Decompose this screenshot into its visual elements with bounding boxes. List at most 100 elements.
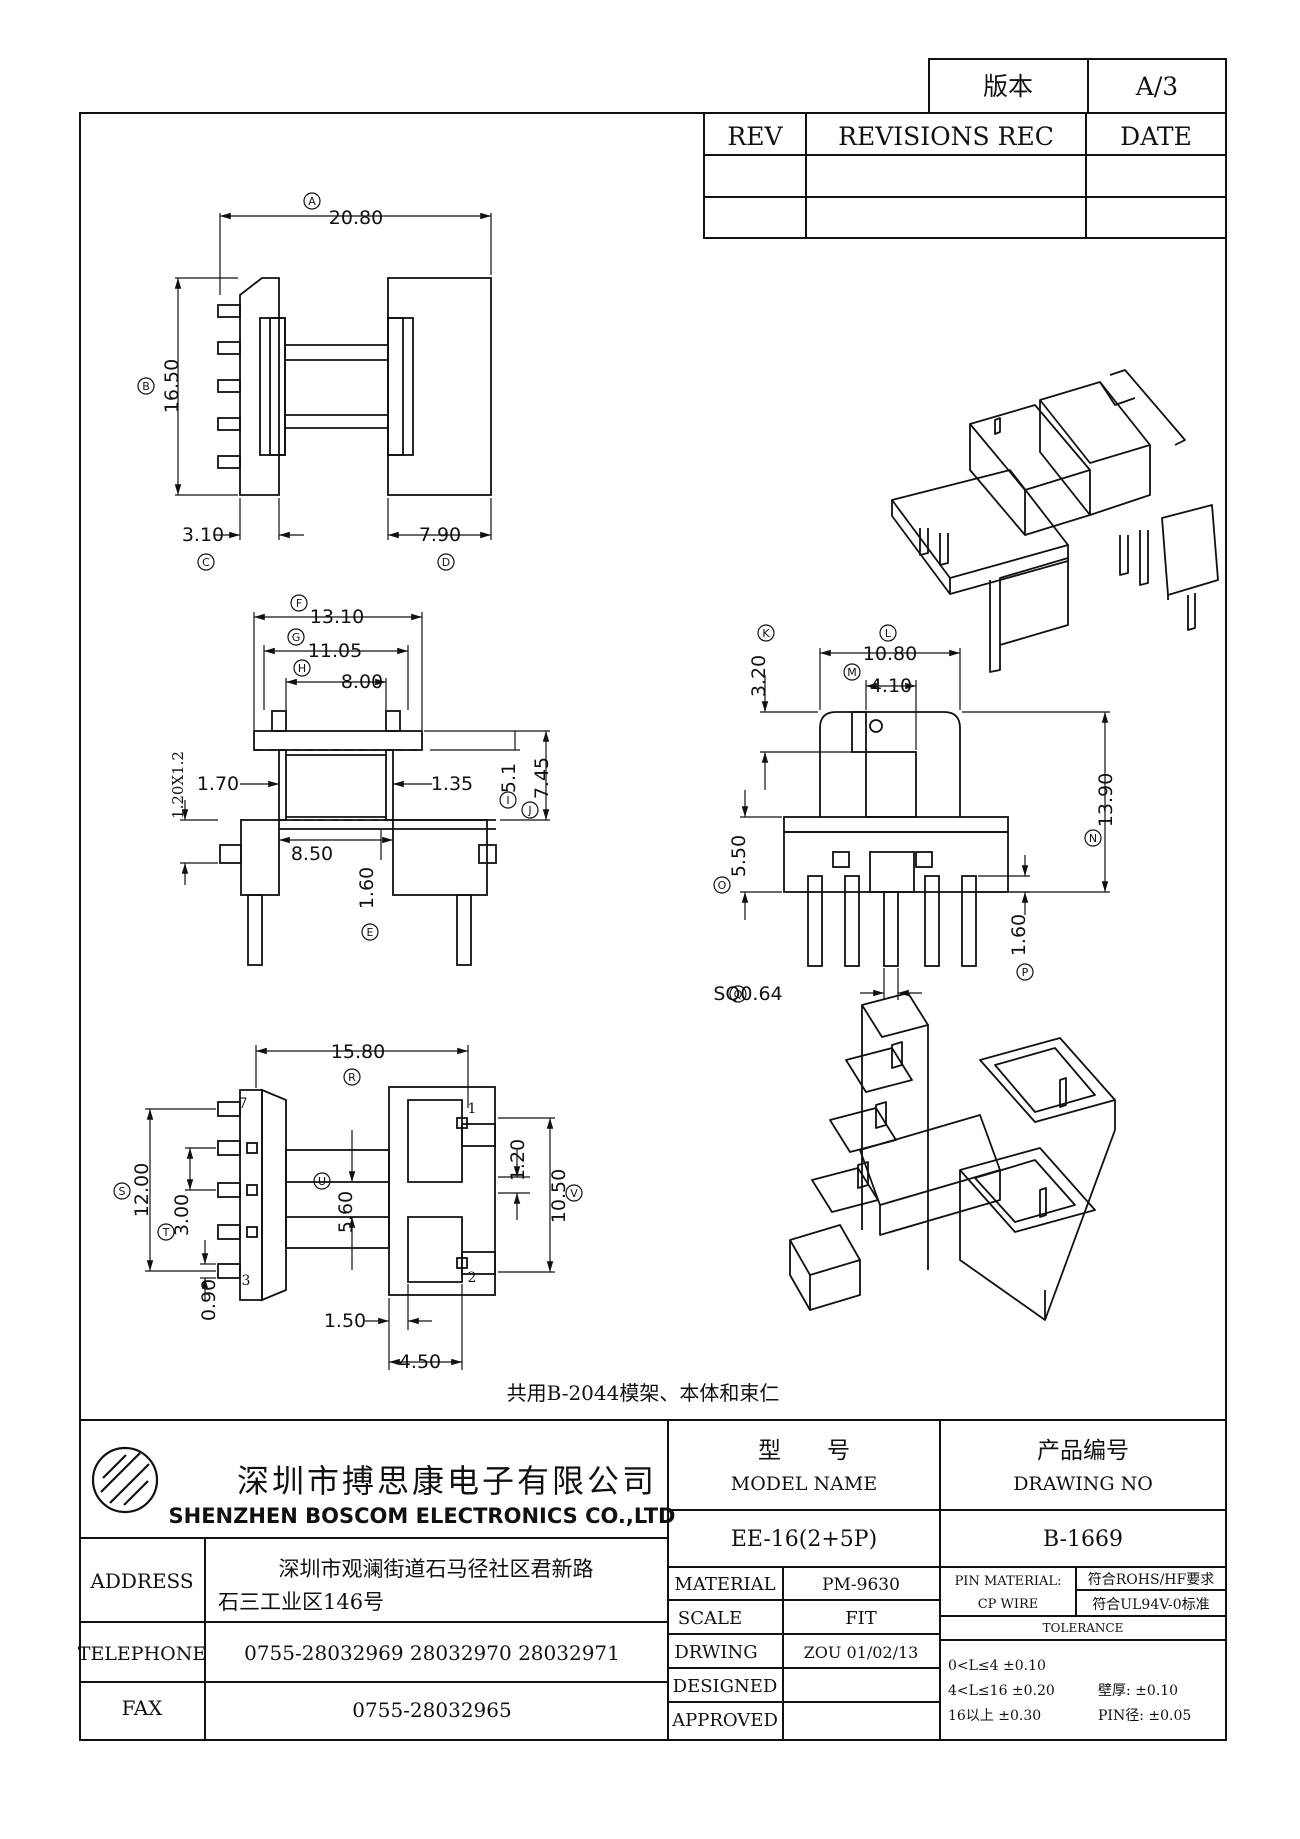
dim-slot: 1.20X1.2 (169, 751, 187, 819)
pin-number-7: 7 (239, 1096, 248, 1112)
dim-0-90: 0.90 (198, 1279, 220, 1321)
company-logo (91, 1446, 159, 1514)
address-label: ADDRESS (89, 1569, 193, 1593)
model-value: EE-16(2+5P) (731, 1527, 877, 1552)
side-view-hidden-lines (254, 749, 422, 821)
dim-V: 10.50 (548, 1169, 570, 1223)
label-F: F (296, 597, 302, 610)
label-N-circle (1084, 829, 1102, 847)
label-A-circle (303, 192, 321, 210)
scale-value: FIT (845, 1608, 877, 1629)
label-O: O (718, 879, 727, 892)
address-line-2: 石三工业区146号 (218, 1590, 384, 1614)
label-B-circle (137, 377, 155, 395)
label-T: T (162, 1226, 170, 1239)
pin-number-1: 1 (468, 1101, 477, 1117)
dim-O: 5.50 (728, 835, 750, 877)
label-M: M (847, 666, 857, 679)
label-B: B (142, 380, 150, 393)
dim-H: 8.00 (341, 671, 383, 693)
label-C: C (202, 556, 210, 569)
label-G-circle (287, 628, 305, 646)
label-L: L (885, 627, 892, 640)
pin-tolerance: PIN径: ±0.05 (1098, 1708, 1191, 1724)
revisions-rec-header: REVISIONS REC (838, 122, 1054, 151)
drawing-frame (79, 112, 1227, 1741)
version-label: 版本 (983, 72, 1033, 101)
approved-label: APPROVED (671, 1710, 778, 1731)
dim-D: 7.90 (419, 524, 461, 546)
dim-G: 11.05 (308, 640, 362, 662)
revision-table (703, 112, 1227, 239)
isometric-view-top (891, 369, 1219, 673)
dim-1-70: 1.70 (197, 773, 239, 795)
dim-S: 12.00 (131, 1163, 153, 1217)
label-S: S (119, 1185, 126, 1198)
label-D-circle (437, 553, 455, 571)
label-F-circle (290, 594, 308, 612)
version-value: A/3 (1135, 72, 1178, 101)
bottom-view-dimensions (145, 1045, 555, 1370)
dim-8-50: 8.50 (291, 843, 333, 865)
fax-value: 0755-28032965 (352, 1698, 511, 1722)
label-S-circle (113, 1182, 131, 1200)
side-view (219, 710, 497, 966)
dim-E: 1.60 (356, 867, 378, 909)
dim-4-50: 4.50 (399, 1351, 441, 1373)
top-view-dimensions (174, 212, 492, 540)
dim-T: 3.00 (171, 1194, 193, 1236)
dim-L: 10.80 (863, 643, 917, 665)
label-V: V (570, 1187, 578, 1200)
drawing-number: B-1669 (1043, 1527, 1123, 1552)
label-A: A (308, 195, 316, 208)
label-O-circle (713, 876, 731, 894)
isometric-view-bottom (789, 992, 1116, 1321)
label-N: N (1089, 832, 1097, 845)
wall-tolerance: 壁厚: ±0.10 (1098, 1683, 1178, 1699)
tolerance-3: 16以上 ±0.30 (948, 1708, 1041, 1724)
dim-M: 4.10 (870, 675, 912, 697)
model-label-en: MODEL NAME (731, 1473, 877, 1495)
dim-C: 3.10 (182, 524, 224, 546)
company-name-cn: 深圳市搏思康电子有限公司 (237, 1462, 657, 1500)
dim-K: 3.20 (748, 655, 770, 697)
label-U: U (318, 1175, 326, 1188)
label-P: P (1022, 966, 1029, 979)
dim-R: 15.80 (331, 1041, 385, 1063)
dim-F: 13.10 (310, 606, 364, 628)
label-Q-circle (729, 985, 747, 1003)
label-E: E (367, 926, 374, 939)
front-view (783, 711, 1009, 967)
label-R: R (348, 1071, 356, 1084)
designed-label: DESIGNED (673, 1676, 778, 1697)
pin-number-3: 3 (242, 1273, 251, 1289)
cp-wire-value: 符合UL94V-0标准 (1092, 1597, 1209, 1613)
label-K-circle (757, 624, 775, 642)
pin-material-value: 符合ROHS/HF要求 (1088, 1572, 1214, 1588)
label-P-circle (1016, 963, 1034, 981)
date-header: DATE (1120, 122, 1192, 151)
bottom-view (217, 1086, 496, 1302)
label-I-circle (499, 791, 517, 809)
label-U-circle (313, 1172, 331, 1190)
drwing-label: DRWING (674, 1642, 757, 1663)
dim-U: 5.60 (335, 1191, 357, 1233)
top-view (217, 277, 492, 496)
telephone-label: TELEPHONE (78, 1643, 206, 1665)
dim-N: 13.90 (1095, 773, 1117, 827)
label-J: J (527, 804, 531, 817)
label-C-circle (197, 553, 215, 571)
label-G: G (292, 631, 301, 644)
shared-mold-note: 共用B-2044模架、本体和束仁 (507, 1381, 780, 1405)
label-T-circle (157, 1223, 175, 1241)
dim-1-35: 1.35 (431, 773, 473, 795)
pin-number-2: 2 (468, 1270, 477, 1286)
label-Q: Q (734, 988, 743, 1001)
drawing-label-en: DRAWING NO (1013, 1473, 1153, 1495)
model-label-cn: 型 号 (758, 1438, 850, 1464)
label-L-circle (879, 624, 897, 642)
material-label: MATERIAL (674, 1574, 775, 1595)
title-block (80, 1419, 1226, 1740)
label-M-circle (843, 663, 861, 681)
tolerance-1: 0<L≤4 ±0.10 (948, 1658, 1046, 1674)
